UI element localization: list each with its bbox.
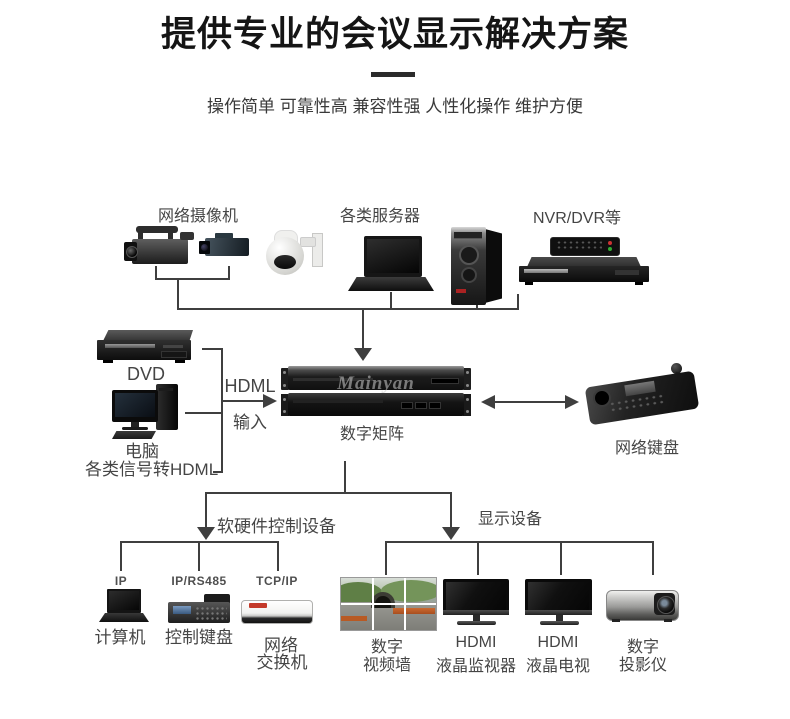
protocol-label-rs485: IP/RS485	[171, 574, 227, 588]
connector-line	[198, 541, 200, 571]
connector-line	[495, 401, 565, 403]
protocol-label-ip: IP	[114, 574, 128, 588]
projector-label-line1: 数字	[626, 639, 660, 656]
computer-label: 电脑	[125, 442, 159, 461]
arrow-right-icon	[263, 394, 277, 408]
computer-device-label: 计算机	[94, 628, 146, 647]
network-keyboard-label: 网络键盘	[614, 440, 680, 457]
control-keyboard-label: 控制键盘	[165, 628, 233, 647]
connector-line	[385, 541, 387, 575]
connector-line	[177, 308, 519, 310]
nvr-player-icon	[519, 237, 649, 296]
connector-line	[228, 266, 230, 280]
network-switch-label-line1: 网络	[264, 636, 298, 655]
camcorder-icon	[124, 226, 196, 272]
tv-label-line1: HDMI	[537, 634, 579, 651]
connector-line	[213, 471, 223, 473]
arrow-down-icon	[442, 527, 460, 540]
page-subtitle: 操作简单 可靠性高 兼容性强 人性化操作 维护方便	[207, 97, 583, 116]
connector-line	[476, 302, 478, 310]
connector-line	[177, 280, 179, 310]
camera-group-label: 网络摄像机	[157, 208, 239, 225]
server-label: 各类服务器	[339, 208, 421, 225]
connector-line	[202, 348, 223, 350]
arrow-right-icon	[565, 395, 579, 409]
arrow-down-icon	[197, 527, 215, 540]
connector-line	[344, 461, 346, 493]
arrow-left-icon	[481, 395, 495, 409]
connector-line	[652, 541, 654, 575]
page-title: 提供专业的会议显示解决方案	[160, 15, 630, 54]
arrow-down-icon	[354, 348, 372, 361]
lcd-monitor-icon	[443, 579, 509, 626]
hdml-arrow-label: HDML	[224, 376, 276, 396]
connector-line	[155, 266, 157, 280]
computer-laptop-icon	[99, 589, 149, 623]
connector-line	[385, 541, 654, 543]
input-arrow-label: 输入	[233, 413, 267, 432]
video-wall-label-line2: 视频墙	[362, 657, 412, 674]
signal-label: 各类信号转HDML	[85, 460, 219, 479]
connector-line	[560, 541, 562, 575]
pc-tower-icon	[449, 227, 503, 306]
lcd-tv-icon	[525, 579, 592, 626]
connector-line	[517, 294, 519, 310]
dvd-player-icon	[95, 330, 195, 366]
connector-line	[205, 492, 207, 527]
connector-line	[362, 310, 364, 348]
video-wall-icon	[340, 577, 437, 631]
dome-camera-icon	[262, 227, 326, 282]
connector-line	[390, 292, 392, 308]
tv-label-line2: 液晶电视	[525, 658, 591, 675]
display-branch-label: 显示设备	[478, 511, 543, 528]
desktop-computer-icon	[112, 384, 182, 439]
connector-line	[221, 348, 223, 473]
connector-line	[223, 400, 263, 402]
network-switch-label-line2: 交换机	[256, 653, 308, 672]
matrix-label: 数字矩阵	[339, 426, 405, 443]
connector-line	[477, 541, 479, 575]
control-keyboard-icon	[168, 594, 232, 625]
server-laptop-icon	[348, 236, 434, 293]
dvd-label: DVD	[126, 364, 166, 384]
connector-line	[205, 492, 452, 494]
digital-matrix-icon: Mainyan	[281, 362, 471, 420]
connector-line	[120, 541, 122, 571]
matrix-watermark: Mainyan	[337, 373, 415, 394]
connector-line	[277, 541, 279, 571]
video-wall-label-line1: 数字	[370, 639, 404, 656]
connector-line	[450, 492, 452, 527]
network-switch-icon	[241, 596, 313, 626]
network-keyboard-icon	[583, 363, 703, 430]
monitor-label-line2: 液晶监视器	[435, 658, 517, 675]
protocol-label-tcpip: TCP/IP	[256, 574, 298, 588]
connector-line	[185, 412, 223, 414]
box-camera-icon	[199, 230, 254, 263]
title-divider	[371, 72, 415, 77]
connector-line	[155, 278, 230, 280]
projector-icon	[606, 588, 679, 624]
projector-label-line2: 投影仪	[618, 657, 668, 674]
nvr-label: NVR/DVR等	[532, 210, 622, 227]
control-branch-label: 软硬件控制设备	[217, 517, 336, 536]
monitor-label-line1: HDMI	[455, 634, 497, 651]
